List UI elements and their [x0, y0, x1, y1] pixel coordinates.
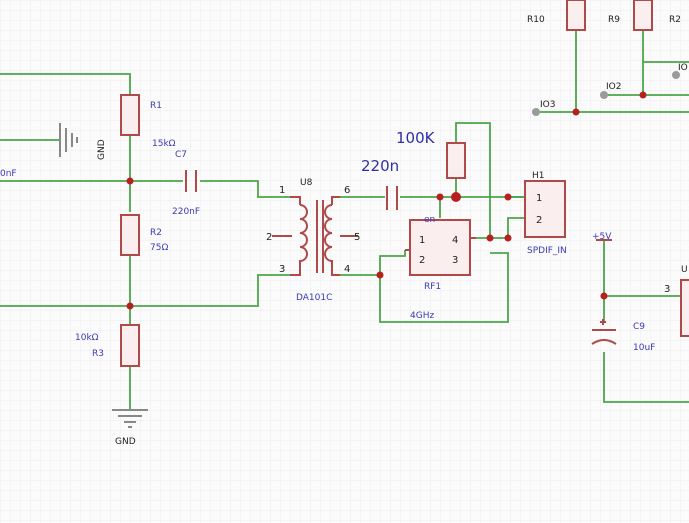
- net-io-partial-label: IO: [678, 63, 688, 73]
- ground-symbol-top: [59, 123, 78, 157]
- junction-dot: [436, 193, 444, 201]
- rf1-pin-2: 2: [419, 255, 425, 266]
- junction-dot: [600, 292, 608, 300]
- junction-dot: [126, 302, 134, 310]
- r1-ref: R1: [150, 101, 162, 111]
- junction-dot: [504, 193, 512, 201]
- gnd-bottom-label: GND: [115, 437, 136, 447]
- net-io-partial-marker[interactable]: [672, 71, 680, 79]
- rf1-frequency: 4GHz: [410, 311, 434, 321]
- capacitor-c7[interactable]: [185, 170, 197, 192]
- junction-dot-highlight: [451, 192, 461, 202]
- resistor-r1[interactable]: [120, 94, 140, 136]
- junction-dot: [126, 177, 134, 185]
- junctions: [126, 91, 647, 310]
- junction-dot: [639, 91, 647, 99]
- plus5v-label: +5V: [592, 232, 612, 242]
- r3-ref: R3: [92, 349, 104, 359]
- r2-ref: R2: [150, 228, 162, 238]
- wires: [0, 30, 689, 410]
- net-io3-label: IO3: [540, 100, 555, 110]
- r3-value: 10kΩ: [75, 333, 99, 343]
- ground-symbol-bottom: [112, 409, 148, 428]
- r-partial-ref: R2: [669, 15, 681, 25]
- net-io3-marker[interactable]: [532, 108, 540, 116]
- u8-ref: U8: [300, 178, 313, 188]
- u8-pin-6: 6: [344, 185, 350, 196]
- capacitor-c9[interactable]: [591, 319, 617, 345]
- rf1-pin-3: 3: [452, 255, 458, 266]
- res-100k-label: 100K: [396, 129, 436, 147]
- r10-ref: R10: [527, 15, 545, 25]
- u8-pin-4: 4: [344, 264, 350, 275]
- transformer-u8[interactable]: [272, 196, 358, 276]
- header-h1[interactable]: [524, 180, 566, 238]
- junction-dot: [504, 234, 512, 242]
- r1-value: 15kΩ: [152, 139, 176, 149]
- rf1-pin-4: 4: [452, 235, 458, 246]
- net-io2-label: IO2: [606, 82, 621, 92]
- gnd-top-label: GND: [97, 139, 107, 160]
- h1-name: SPDIF_IN: [527, 246, 567, 256]
- resistor-100k[interactable]: [446, 142, 466, 179]
- net-io2-marker[interactable]: [600, 91, 608, 99]
- resistor-r2[interactable]: [120, 214, 140, 256]
- junction-dot: [376, 271, 384, 279]
- u8-part: DA101C: [296, 293, 332, 303]
- pin-3-label: 3: [664, 284, 670, 295]
- r2-value: 75Ω: [150, 243, 168, 253]
- u8-pin-3: 3: [279, 264, 285, 275]
- h1-pin-1: 1: [536, 193, 542, 204]
- resistor-r10[interactable]: [566, 0, 586, 31]
- rf1-ref: RF1: [424, 282, 441, 292]
- c7-value: 220nF: [172, 207, 200, 217]
- u-partial-ref: U: [681, 265, 688, 275]
- h1-ref: H1: [532, 171, 545, 181]
- resistor-r9[interactable]: [633, 0, 653, 31]
- c9-ref: C9: [633, 322, 645, 332]
- left-cap-value: 0nF: [0, 169, 17, 179]
- resistor-r3[interactable]: [120, 324, 140, 367]
- u8-pin-5: 5: [354, 232, 360, 243]
- r9-ref: R9: [608, 15, 620, 25]
- u8-pin-2: 2: [266, 232, 272, 243]
- ic-u-partial[interactable]: [680, 279, 689, 337]
- h1-pin-2: 2: [536, 215, 542, 226]
- ic-rf1[interactable]: [405, 219, 476, 276]
- rf1-small-label: en: [424, 215, 435, 225]
- c7-ref: C7: [175, 150, 187, 160]
- rf1-pin-1: 1: [419, 235, 425, 246]
- cap-220n-label: 220n: [361, 157, 399, 175]
- u8-pin-1: 1: [279, 185, 285, 196]
- c9-value: 10uF: [633, 343, 655, 353]
- junction-dot: [486, 234, 494, 242]
- capacitor-220n[interactable]: [386, 186, 398, 210]
- junction-dot: [572, 108, 580, 116]
